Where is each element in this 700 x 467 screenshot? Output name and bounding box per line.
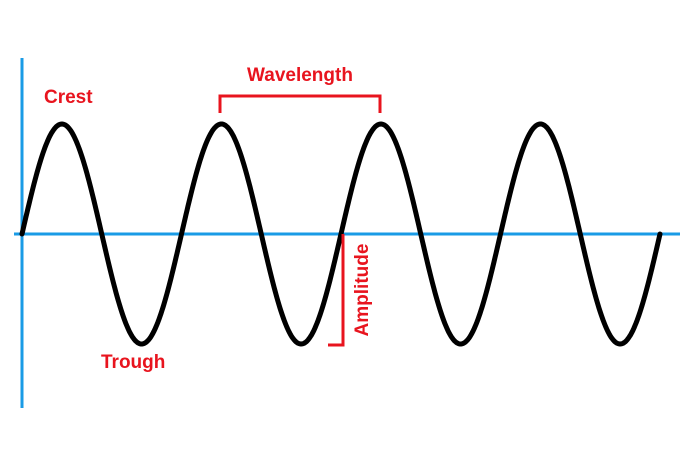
amplitude-bracket	[328, 234, 345, 347]
amplitude-label: Amplitude	[352, 244, 373, 337]
crest-label: Crest	[44, 87, 93, 108]
sine-wave	[19, 121, 663, 347]
trough-label: Trough	[101, 352, 165, 373]
wavelength-bracket	[218, 94, 382, 113]
wavelength-label: Wavelength	[247, 65, 353, 86]
